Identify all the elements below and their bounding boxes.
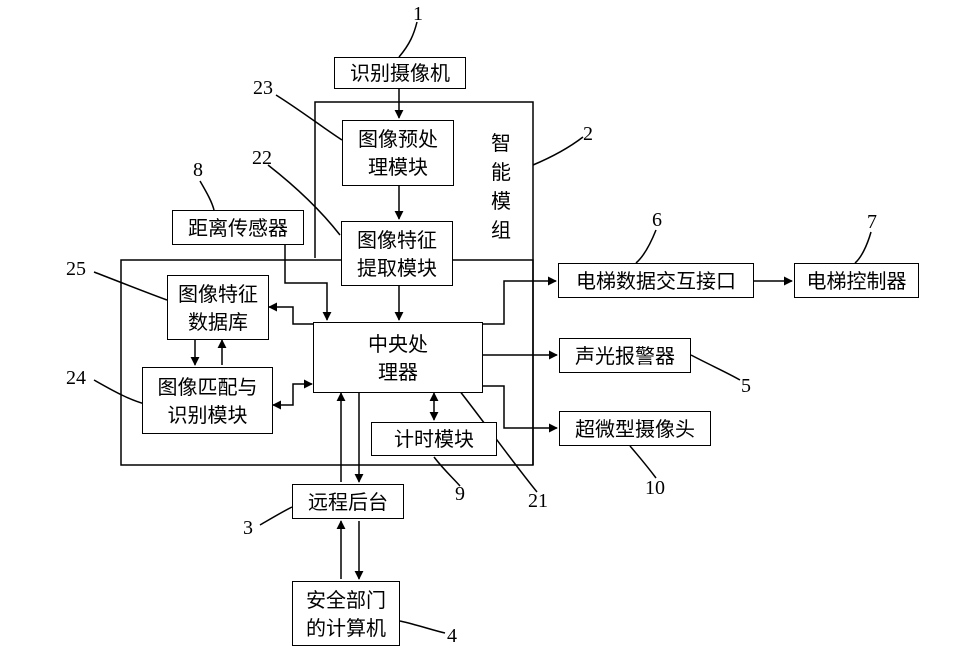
processing-group-outline	[120, 259, 534, 466]
ref-number-9: 9	[455, 483, 465, 505]
ref-number-21: 21	[528, 490, 548, 512]
feature-database-box: 图像特征 数据库	[167, 275, 269, 340]
preprocess-module-box: 图像预处 理模块	[342, 120, 454, 186]
leader-4	[399, 620, 446, 634]
arrow-cpu-to-micro-camera	[483, 385, 558, 433]
leader-21	[458, 389, 538, 493]
cpu-box: 中央处 理器	[313, 322, 483, 393]
leader-22	[267, 164, 341, 236]
feature-extract-module-box: 图像特征 提取模块	[341, 221, 453, 286]
arrow-cpu-to-database	[268, 302, 313, 325]
leader-10	[629, 445, 657, 479]
leader-6	[635, 229, 657, 264]
ref-number-5: 5	[741, 375, 751, 397]
ref-number-22: 22	[252, 147, 272, 169]
leader-25	[93, 271, 168, 301]
ref-number-4: 4	[447, 625, 457, 647]
camera-box: 识别摄像机	[334, 57, 466, 89]
alarm-box: 声光报警器	[559, 338, 691, 373]
leader-2	[532, 136, 584, 166]
security-computer-box: 安全部门 的计算机	[292, 581, 400, 646]
ref-number-6: 6	[652, 209, 662, 231]
match-recognize-module-box: 图像匹配与 识别模块	[142, 367, 273, 434]
timer-module-box: 计时模块	[371, 422, 497, 456]
ref-number-1: 1	[413, 3, 423, 25]
leader-23	[275, 94, 343, 141]
ref-number-23: 23	[253, 77, 273, 99]
ref-number-2: 2	[583, 123, 593, 145]
elevator-controller-box: 电梯控制器	[794, 263, 919, 298]
ref-number-25: 25	[66, 258, 86, 280]
leader-3	[259, 506, 293, 526]
elevator-interface-box: 电梯数据交互接口	[558, 263, 754, 298]
leader-7	[854, 231, 872, 264]
arrow-cpu-to-interface	[483, 276, 557, 325]
remote-backend-box: 远程后台	[292, 484, 404, 519]
leader-24	[93, 379, 146, 405]
distance-sensor-box: 距离传感器	[172, 210, 304, 245]
leader-1	[398, 21, 418, 58]
micro-camera-box: 超微型摄像头	[559, 411, 711, 446]
ref-number-3: 3	[243, 517, 253, 539]
ref-number-7: 7	[867, 211, 877, 233]
ref-number-24: 24	[66, 367, 86, 389]
smart-module-label: 智 能 模 组	[491, 131, 511, 242]
ref-number-8: 8	[193, 159, 203, 181]
leader-5	[690, 354, 741, 381]
leader-8	[199, 180, 215, 211]
ref-number-10: 10	[645, 477, 665, 499]
arrow-cpu-matching-link	[272, 379, 313, 410]
leader-9	[433, 456, 461, 487]
arrow-sensor-to-cpu	[284, 245, 332, 321]
